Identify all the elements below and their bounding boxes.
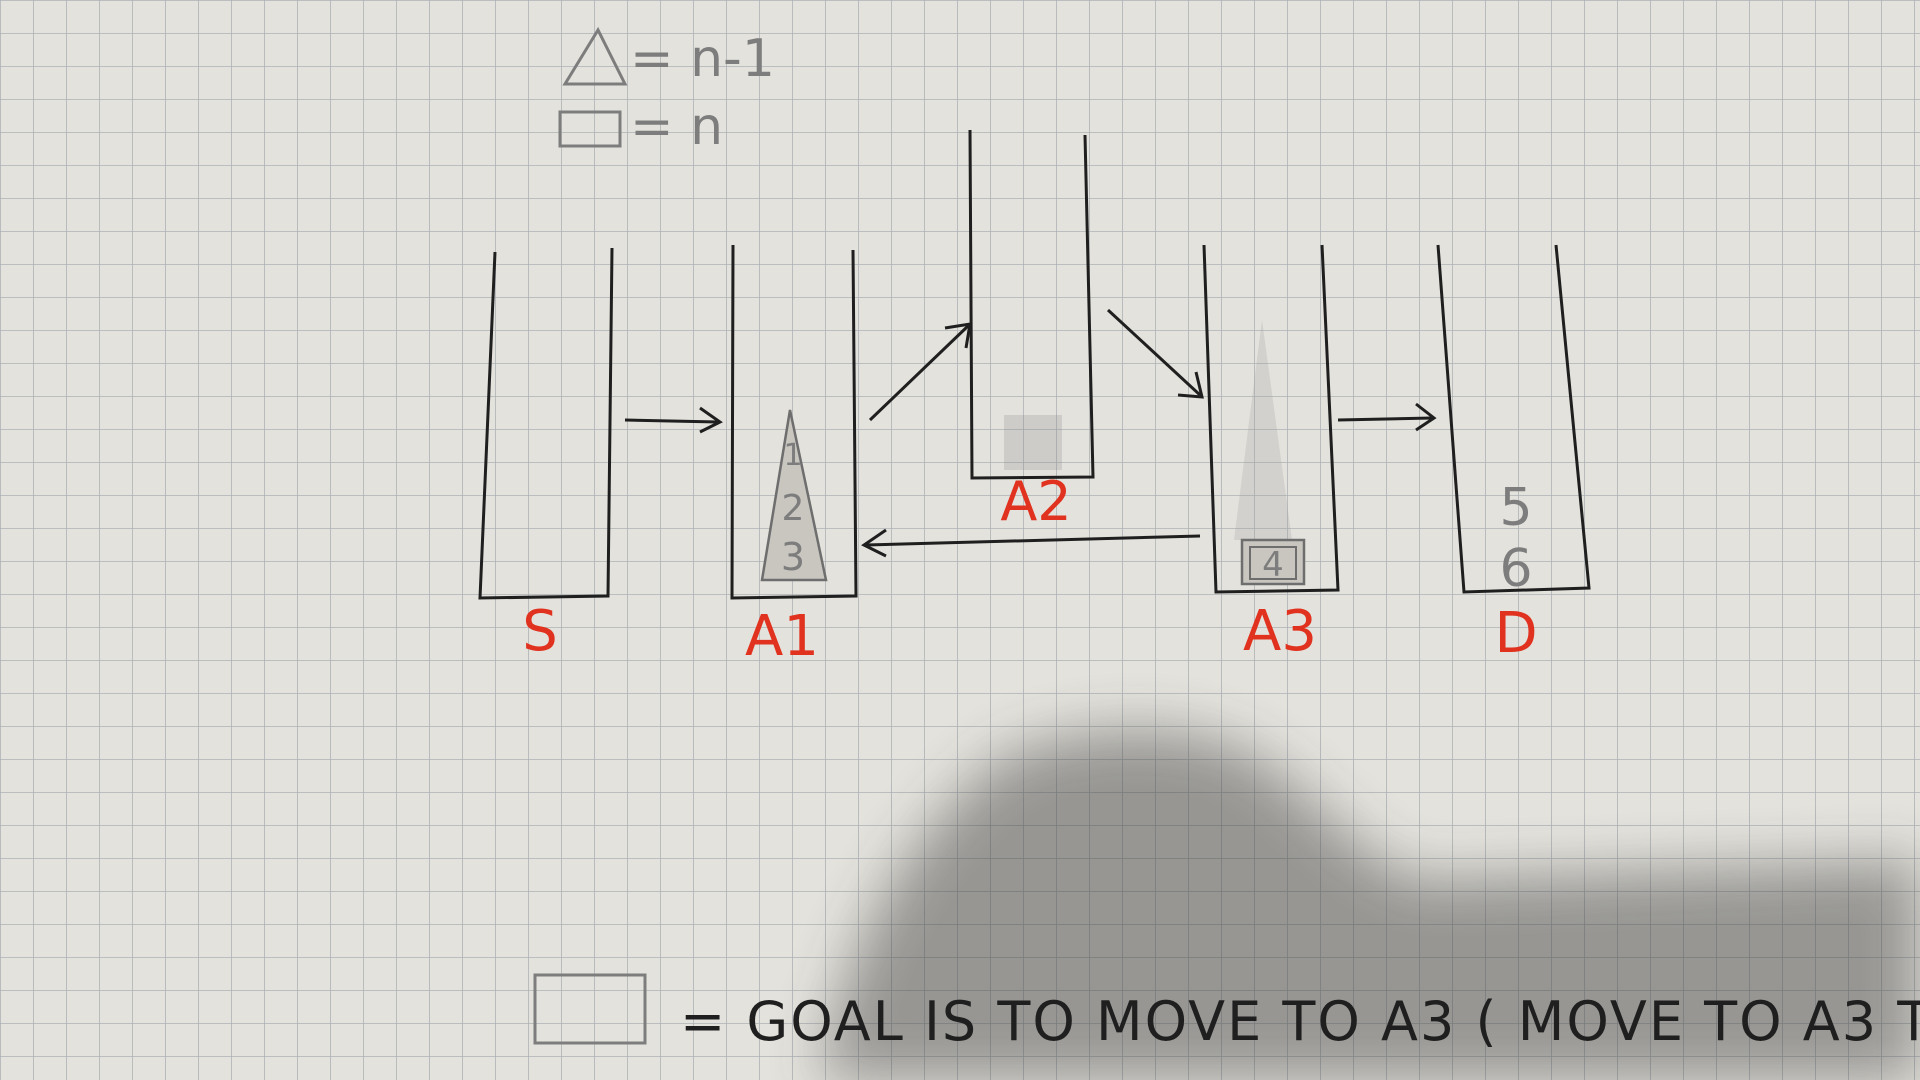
legend-square-text: = n	[630, 97, 723, 157]
pencil-smudges	[1004, 320, 1292, 540]
arrow-a3-to-d	[1337, 402, 1437, 432]
peg-label-a1: A1	[745, 604, 819, 669]
triangle-symbol	[562, 26, 628, 86]
arrow-s-to-a1	[624, 406, 723, 434]
bottom-note: = GOAL IS TO MOVE TO A3 ( MOVE TO A3 THE	[533, 973, 1920, 1053]
peg-label-a2: A2	[1000, 470, 1071, 533]
disk-label-5: 5	[1499, 478, 1532, 538]
note-square-symbol	[533, 973, 647, 1045]
peg-label-s: S	[522, 599, 558, 664]
peg-a2	[968, 129, 1095, 480]
note-text: = GOAL IS TO MOVE TO A3 ( MOVE TO A3 THE	[680, 990, 1920, 1053]
a3-square-disk: 4	[1240, 538, 1306, 586]
disk-label-1: 1	[783, 438, 802, 473]
peg-label-a3: A3	[1243, 599, 1317, 664]
peg-d	[1436, 244, 1591, 594]
legend: = n-1 = n	[558, 26, 775, 157]
arrow-a2-to-a3	[1106, 308, 1204, 399]
peg-s	[478, 247, 614, 600]
legend-triangle-text: = n-1	[630, 29, 775, 89]
disk-label-6: 6	[1499, 539, 1532, 599]
peg-label-d: D	[1494, 601, 1537, 666]
disk-label-2: 2	[782, 488, 805, 529]
a1-triangle-stack: 1 2 3	[760, 409, 828, 582]
arrow-a1-to-a2	[868, 322, 972, 422]
arrow-a3-to-a1	[861, 528, 1201, 558]
disk-label-4: 4	[1262, 545, 1284, 585]
disk-label-3: 3	[781, 535, 805, 579]
hand-shadow	[820, 730, 1920, 1080]
peg-a1	[730, 244, 858, 600]
peg-a3	[1202, 244, 1340, 594]
triangle-shape	[760, 409, 828, 582]
square-symbol	[558, 110, 622, 148]
